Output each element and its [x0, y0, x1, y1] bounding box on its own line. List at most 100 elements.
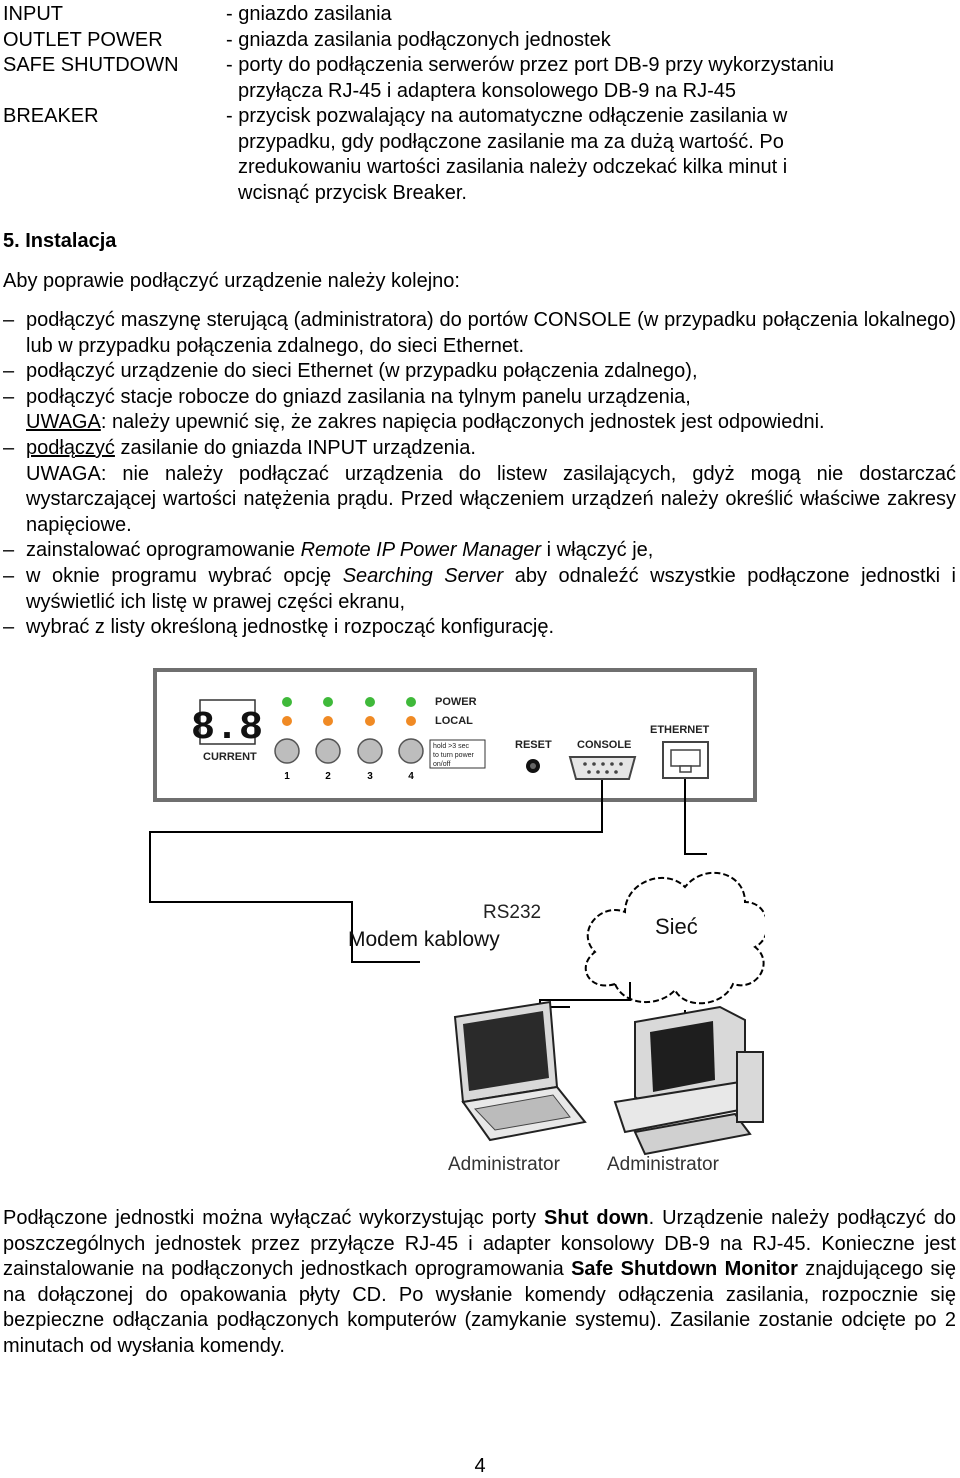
warning-label: UWAGA	[26, 411, 101, 434]
ethernet-label: ETHERNET	[650, 724, 710, 736]
list-item: – w oknie programu wybrać opcję Searchin…	[3, 564, 956, 615]
outlet-button-2	[315, 738, 341, 764]
section-intro: Aby poprawie podłączyć urządzenie należy…	[3, 270, 460, 292]
orange-led	[406, 716, 416, 726]
step-text: podłączyć maszynę sterującą (administrat…	[26, 309, 956, 357]
button-number: 2	[325, 771, 331, 782]
step-text: zainstalować oprogramowanie	[26, 539, 301, 562]
green-led	[323, 697, 333, 707]
definition-term: BREAKER	[3, 105, 99, 127]
orange-led	[282, 716, 292, 726]
current-display	[199, 699, 256, 745]
outlet-button-3	[357, 738, 383, 764]
local-label: LOCAL	[435, 715, 473, 727]
list-item: – wybrać z listy określoną jednostkę i r…	[3, 615, 956, 641]
step-text: podłączyć stacje robocze do gniazd zasil…	[26, 385, 691, 408]
reset-label: RESET	[515, 739, 552, 751]
section-heading: 5. Instalacja	[3, 230, 117, 252]
rj45-latch	[679, 765, 692, 773]
hold-note-line: to turn power	[433, 752, 475, 759]
list-item: – podłączyć stacje robocze do gniazd zas…	[3, 385, 956, 411]
definition-term: SAFE SHUTDOWN	[3, 54, 179, 76]
outlet-leds	[282, 697, 416, 726]
button-number: 1	[284, 771, 290, 782]
rj45-socket	[670, 749, 701, 767]
option-name: Searching Server	[342, 564, 504, 587]
hold-note-line: on/off	[433, 761, 450, 768]
step-text: i włączyć je,	[541, 539, 654, 562]
definition-safe-shutdown: SAFE SHUTDOWN - porty do podłączenia ser…	[3, 53, 943, 104]
definition-text: - przycisk pozwalający na automatyczne o…	[226, 105, 788, 127]
installation-steps: – podłączyć maszynę sterującą (administr…	[3, 308, 956, 641]
definition-text: przyłącza RJ-45 i adaptera konsolowego D…	[238, 79, 737, 102]
console-db9-port	[568, 756, 637, 780]
admin-label-right: Administrator	[607, 1154, 720, 1175]
power-label: POWER	[435, 696, 477, 708]
green-led	[282, 697, 292, 707]
step-text: podłączyć urządzenie do sieci Ethernet (…	[26, 360, 698, 383]
reset-button-core	[530, 763, 536, 769]
db9-pins	[583, 762, 623, 774]
console-cable	[149, 780, 603, 963]
warning-text: : należy upewnić się, że zakres napięcia…	[100, 411, 825, 434]
list-item: – podłączyć zasilanie do gniazda INPUT u…	[3, 436, 956, 462]
definition-outlet-power: OUTLET POWER - gniazda zasilania podłącz…	[3, 28, 943, 54]
list-dash: –	[3, 616, 15, 639]
outlet-buttons: 1 2 3 4	[274, 738, 424, 782]
list-dash: –	[3, 539, 15, 562]
button-number: 4	[408, 771, 414, 782]
list-dash: –	[3, 436, 15, 459]
list-dash: –	[3, 309, 15, 331]
definition-text: - porty do podłączenia serwerów przez po…	[226, 54, 835, 76]
paragraph-text: Podłączone jednostki można wyłączać wyko…	[3, 1207, 545, 1229]
page-number: 4	[474, 1455, 486, 1477]
current-label: CURRENT	[203, 751, 257, 763]
hold-note-box	[429, 739, 486, 769]
paragraph-text: . Urządzenie należy podłączyć do poszcze…	[3, 1207, 956, 1280]
port-definitions: INPUT - gniazdo zasilania OUTLET POWER -…	[3, 2, 943, 206]
step-text: wybrać z listy określoną jednostkę i roz…	[26, 616, 555, 639]
green-led	[365, 697, 375, 707]
outlet-button-4	[398, 738, 424, 764]
definition-input: INPUT - gniazdo zasilania	[3, 2, 943, 28]
list-dash: –	[3, 564, 15, 587]
connection-diagram: 8.8 CURRENT POWER LOCAL 1 2 3 4 ho	[149, 668, 765, 1175]
orange-led	[365, 716, 375, 726]
hold-note-line: hold >3 sec	[433, 743, 469, 750]
body-paragraph: Podłączone jednostki można wyłączać wyko…	[3, 1206, 956, 1359]
list-item: – zainstalować oprogramowanie Remote IP …	[3, 538, 956, 564]
outlet-button-1	[274, 738, 300, 764]
step-text: zasilanie do gniazda INPUT urządzenia.	[114, 436, 476, 459]
button-number: 3	[367, 771, 373, 782]
ethernet-cable	[684, 779, 707, 855]
step-text: w oknie programu wybrać opcję	[26, 564, 343, 587]
definition-term: OUTLET POWER	[3, 28, 163, 51]
definition-text: wcisnąć przycisk Breaker.	[238, 181, 467, 204]
definition-text: - gniazda zasilania podłączonych jednost…	[226, 28, 611, 51]
definition-text: zredukowaniu wartości zasilania należy o…	[238, 156, 788, 178]
green-led	[406, 697, 416, 707]
warning-note: UWAGA: nie należy podłączać urządzenia d…	[26, 462, 956, 536]
definition-text: - gniazdo zasilania	[226, 3, 392, 25]
network-label: Sieć	[655, 914, 698, 939]
definition-breaker: BREAKER - przycisk pozwalający na automa…	[3, 104, 943, 206]
warning-note: UWAGA: należy upewnić się, że zakres nap…	[3, 410, 956, 436]
paragraph-bold: Shut down	[544, 1207, 649, 1229]
list-dash: –	[3, 360, 15, 383]
paragraph-bold: Safe Shutdown Monitor	[571, 1258, 798, 1280]
step-underlined: podłączyć	[26, 436, 115, 459]
admin-label-left: Administrator	[448, 1154, 561, 1175]
console-label: CONSOLE	[577, 739, 631, 751]
orange-led	[323, 716, 333, 726]
modem-label: Modem kablowy	[348, 928, 500, 951]
software-name: Remote IP Power Manager	[300, 539, 542, 562]
list-item: – podłączyć maszynę sterującą (administr…	[3, 308, 956, 359]
rs232-label: RS232	[483, 902, 541, 923]
paragraph-text: znajdującego się na dołączonej do opakow…	[3, 1258, 956, 1357]
definition-text: przypadku, gdy podłączone zasilanie ma z…	[238, 130, 784, 153]
desktop-icon	[613, 1005, 764, 1156]
definition-term: INPUT	[3, 3, 63, 25]
current-display-digits: 8.8	[191, 706, 263, 751]
laptop-icon	[453, 1000, 587, 1142]
